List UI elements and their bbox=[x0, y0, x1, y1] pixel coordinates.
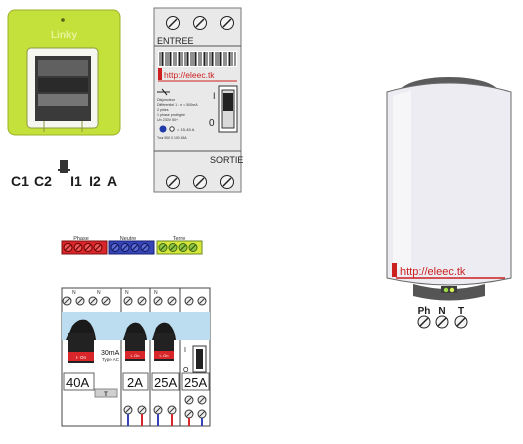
breaker-text-5: Un 230V 50+ bbox=[157, 118, 178, 122]
bottom-screws bbox=[166, 175, 234, 189]
b3-rating: 25A bbox=[154, 375, 177, 390]
diff-rating-40a: 40A bbox=[66, 375, 89, 390]
b2-terminal-n: N bbox=[125, 290, 129, 296]
diff-lever-text: I- On bbox=[76, 355, 86, 360]
diff-type: Type AC bbox=[102, 357, 120, 362]
test-button-panel[interactable] bbox=[94, 388, 118, 398]
linky-terminals: C1 C2 I1 I2 A bbox=[11, 173, 117, 189]
neutral-block bbox=[108, 240, 155, 255]
contactor-switch[interactable] bbox=[196, 349, 203, 369]
breaker-rating: = 15-45 A bbox=[177, 127, 195, 132]
breaker-url: http://eleec.tk bbox=[164, 70, 215, 80]
water-heater: http://eleec.tk Ph N T bbox=[386, 77, 512, 329]
earth-block bbox=[156, 240, 203, 255]
breaker-footer: Tour 500 0 100 45A bbox=[157, 136, 187, 140]
main-breaker: ENTREE http://eleec.tk Disjoncteur Diffé… bbox=[153, 7, 243, 193]
breaker-2a: N I- On 2A bbox=[121, 290, 150, 426]
b2-lever-text: I- On bbox=[131, 353, 140, 358]
entree-label: ENTREE bbox=[157, 36, 194, 46]
contactor-on-mark: I bbox=[184, 347, 186, 354]
off-mark: 0 bbox=[209, 118, 215, 129]
diff-terminal-n-2: N bbox=[97, 290, 101, 296]
breaker-text-1: Disjoncteur bbox=[157, 98, 176, 102]
top-screws bbox=[166, 16, 234, 30]
breaker-text-4: 1 phase protégée bbox=[157, 113, 185, 117]
differential-breaker: N N I- On 30mA Type AC 40A T bbox=[62, 290, 121, 398]
breaker-text-3: 2 pôles bbox=[157, 108, 169, 112]
phase-label: Phase bbox=[73, 236, 89, 242]
b2-rating: 2A bbox=[127, 375, 143, 390]
terre-label: Terre bbox=[173, 236, 186, 242]
heater-url: http://eleec.tk bbox=[400, 266, 466, 278]
terminal-blocks: Phase Neutre Terre bbox=[61, 236, 203, 255]
b3-lever-text: I- On bbox=[160, 353, 169, 358]
linky-terminal-i2: I2 bbox=[89, 173, 101, 189]
linky-brand: Linky bbox=[51, 30, 78, 41]
linky-terminal-i1: I1 bbox=[70, 173, 82, 189]
linky-terminal-c1: C1 bbox=[11, 173, 29, 189]
on-mark: I bbox=[213, 91, 216, 101]
breaker-switch-lever[interactable] bbox=[223, 93, 233, 111]
heater-terminal-t: T bbox=[458, 306, 464, 317]
heater-terminal-ph: Ph bbox=[418, 306, 431, 317]
test-button[interactable] bbox=[159, 125, 167, 133]
heater-indicator-light bbox=[443, 287, 449, 293]
diff-rating: 30mA bbox=[101, 350, 120, 357]
contactor-rating: 25A bbox=[184, 375, 207, 390]
distribution-panel: N N I- On 30mA Type AC 40A T N bbox=[61, 287, 211, 427]
breaker-text-2: Différentiel 1 : n = 500mA bbox=[157, 103, 198, 107]
contactor-off-mark: O bbox=[183, 367, 189, 374]
breaker-symbol bbox=[157, 88, 170, 96]
test-label: T bbox=[104, 392, 108, 398]
linky-meter: Linky C1 C2 I1 I2 A bbox=[7, 9, 121, 189]
breaker-25a: N I- On 25A bbox=[150, 290, 180, 426]
sortie-label: SORTIE bbox=[210, 155, 243, 165]
contactor-25a: I O 25A bbox=[180, 296, 210, 426]
linky-terminal-c2: C2 bbox=[34, 173, 52, 189]
barcode bbox=[158, 51, 237, 67]
heater-screws bbox=[417, 315, 468, 329]
phase-block bbox=[61, 240, 108, 255]
b3-terminal-n: N bbox=[154, 290, 158, 296]
neutre-label: Neutre bbox=[120, 236, 137, 242]
diff-terminal-n-1: N bbox=[72, 290, 76, 296]
linky-terminal-a: A bbox=[107, 173, 117, 189]
heater-terminal-n: N bbox=[438, 306, 445, 317]
